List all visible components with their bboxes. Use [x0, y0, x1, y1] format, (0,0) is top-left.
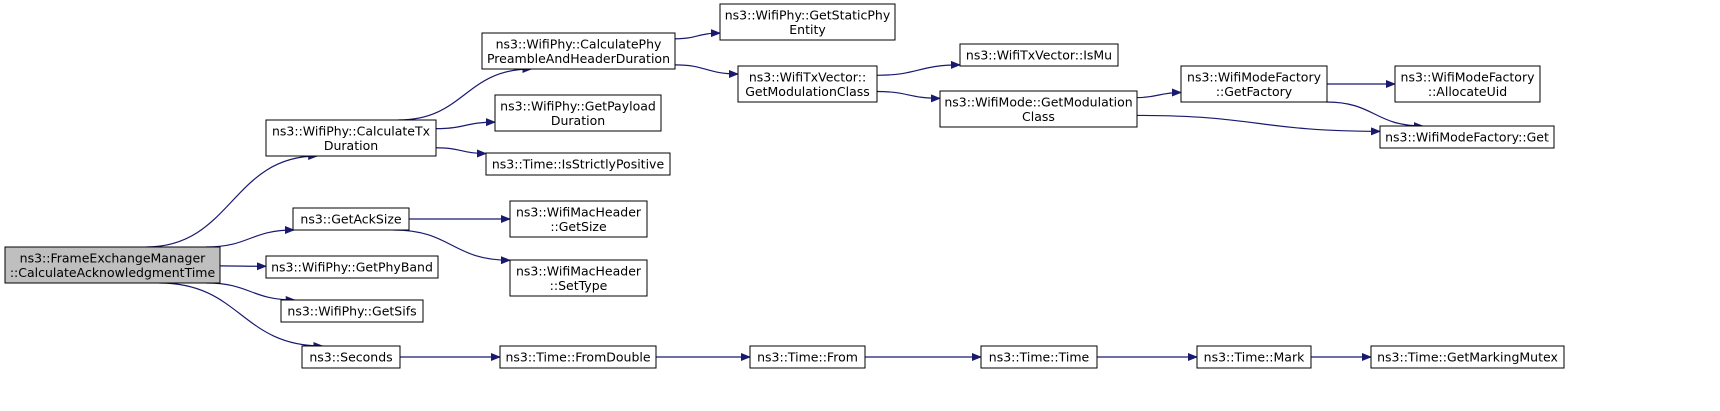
- node-label-line: Duration: [324, 138, 378, 153]
- graph-node-seconds[interactable]: ns3::Seconds: [301, 345, 401, 369]
- node-box: [719, 3, 896, 41]
- node-box: [980, 345, 1098, 369]
- graph-node-allocUid[interactable]: ns3::WifiModeFactory::AllocateUid: [1394, 65, 1541, 103]
- node-label-line: ::GetFactory: [1216, 84, 1293, 99]
- graph-node-mark[interactable]: ns3::Time::Mark: [1196, 345, 1312, 369]
- node-label-line: GetModulationClass: [745, 84, 870, 99]
- graph-node-strictPos[interactable]: ns3::Time::IsStrictlyPositive: [485, 152, 671, 176]
- graph-node-isMu[interactable]: ns3::WifiTxVector::IsMu: [959, 43, 1119, 67]
- graph-node-sifs[interactable]: ns3::WifiPhy::GetSifs: [280, 299, 424, 323]
- nodes-layer: ns3::FrameExchangeManager::CalculateAckn…: [4, 3, 1565, 369]
- node-label-line: ::CalculateAcknowledgmentTime: [10, 265, 216, 280]
- graph-node-setType[interactable]: ns3::WifiMacHeader::SetType: [509, 259, 648, 297]
- node-box: [265, 255, 439, 279]
- node-label-line: ns3::FrameExchangeManager: [20, 250, 206, 265]
- graph-node-from[interactable]: ns3::Time::From: [749, 345, 866, 369]
- node-label-line: ns3::WifiMacHeader: [516, 263, 642, 278]
- edge-root-to-sifs: [206, 282, 296, 304]
- edge-ackSize-to-setType: [393, 229, 511, 265]
- node-box: [959, 43, 1119, 67]
- node-label-line: ns3::Time::FromDouble: [505, 350, 650, 365]
- node-label-line: ns3::Time::From: [757, 350, 858, 365]
- edges-layer: [146, 29, 1424, 361]
- edge-modeModClass-to-factoryGet: [1136, 114, 1381, 136]
- node-label-line: ns3::WifiModeFactory: [1187, 69, 1322, 84]
- edge-factory-to-factoryGet: [1326, 101, 1424, 130]
- node-label-line: ns3::Time::GetMarkingMutex: [1377, 350, 1558, 365]
- node-box: [280, 299, 424, 323]
- graph-node-modeModClass[interactable]: ns3::WifiMode::GetModulationClass: [939, 90, 1138, 128]
- graph-node-hdrSize[interactable]: ns3::WifiMacHeader::GetSize: [509, 200, 648, 238]
- node-label-line: ::AllocateUid: [1428, 84, 1507, 99]
- edge-calcTx-to-payload: [435, 118, 496, 130]
- node-label-line: Class: [1022, 109, 1055, 124]
- node-label-line: ns3::WifiPhy::GetSifs: [287, 304, 416, 319]
- graph-node-preamble[interactable]: ns3::WifiPhy::CalculatePhyPreambleAndHea…: [481, 32, 676, 70]
- node-box: [1379, 125, 1555, 149]
- node-label-line: ::SetType: [550, 278, 608, 293]
- node-label-line: ns3::WifiMode::GetModulation: [944, 94, 1132, 109]
- node-label-line: PreambleAndHeaderDuration: [487, 51, 670, 66]
- graph-node-factoryGet[interactable]: ns3::WifiModeFactory::Get: [1379, 125, 1555, 149]
- node-label-line: ns3::Time::Mark: [1204, 350, 1305, 365]
- node-box: [509, 259, 648, 297]
- node-label-line: ns3::WifiModeFactory: [1401, 69, 1536, 84]
- graph-node-fromDouble[interactable]: ns3::Time::FromDouble: [499, 345, 657, 369]
- node-label-line: Entity: [789, 22, 826, 37]
- node-label-line: ns3::WifiPhy::GetStaticPhy: [725, 7, 891, 22]
- graph-node-root[interactable]: ns3::FrameExchangeManager::CalculateAckn…: [4, 246, 221, 284]
- edge-txModClass-to-modeModClass: [876, 90, 941, 103]
- edge-preamble-to-txModClass: [674, 64, 739, 78]
- edge-txModClass-to-isMu: [876, 60, 961, 76]
- node-box: [499, 345, 657, 369]
- edge-root-to-seconds: [159, 282, 324, 350]
- node-box: [301, 345, 401, 369]
- node-label-line: ns3::WifiPhy::CalculateTx: [272, 123, 430, 138]
- edge-root-to-calcTx: [146, 152, 319, 248]
- node-box: [292, 207, 410, 231]
- node-label-line: ns3::Time::Time: [989, 350, 1090, 365]
- node-label-line: ns3::WifiPhy::GetPayload: [500, 98, 656, 113]
- node-label-line: ::GetSize: [550, 219, 607, 234]
- node-label-line: ns3::WifiMacHeader: [516, 204, 642, 219]
- node-box: [939, 90, 1138, 128]
- node-label-line: ns3::WifiTxVector::IsMu: [966, 48, 1112, 63]
- node-box: [509, 200, 648, 238]
- node-box: [1180, 65, 1328, 103]
- edge-calcTx-to-preamble: [398, 65, 533, 121]
- node-box: [265, 119, 437, 157]
- graph-node-txModClass[interactable]: ns3::WifiTxVector::GetModulationClass: [737, 65, 878, 103]
- node-box: [1196, 345, 1312, 369]
- node-box: [494, 94, 662, 132]
- node-box: [749, 345, 866, 369]
- edge-root-to-ackSize: [205, 226, 295, 248]
- node-box: [1370, 345, 1565, 369]
- edge-modeModClass-to-factory: [1136, 88, 1182, 99]
- edge-preamble-to-staticPhy: [674, 29, 721, 40]
- node-box: [4, 246, 221, 284]
- graph-node-phyBand[interactable]: ns3::WifiPhy::GetPhyBand: [265, 255, 439, 279]
- graph-node-factory[interactable]: ns3::WifiModeFactory::GetFactory: [1180, 65, 1328, 103]
- edge-calcTx-to-strictPos: [435, 147, 487, 158]
- graph-node-time[interactable]: ns3::Time::Time: [980, 345, 1098, 369]
- graph-node-mutex[interactable]: ns3::Time::GetMarkingMutex: [1370, 345, 1565, 369]
- node-label-line: ns3::WifiModeFactory::Get: [1385, 130, 1549, 145]
- node-label-line: Duration: [551, 113, 605, 128]
- node-box: [485, 152, 671, 176]
- node-label-line: ns3::Time::IsStrictlyPositive: [492, 157, 665, 172]
- node-label-line: ns3::GetAckSize: [300, 212, 401, 227]
- node-box: [481, 32, 676, 70]
- node-label-line: ns3::WifiTxVector::: [749, 69, 866, 84]
- node-box: [1394, 65, 1541, 103]
- node-label-line: ns3::WifiPhy::GetPhyBand: [271, 260, 433, 275]
- node-box: [737, 65, 878, 103]
- node-label-line: ns3::Seconds: [309, 350, 392, 365]
- node-label-line: ns3::WifiPhy::CalculatePhy: [496, 36, 662, 51]
- graph-node-ackSize[interactable]: ns3::GetAckSize: [292, 207, 410, 231]
